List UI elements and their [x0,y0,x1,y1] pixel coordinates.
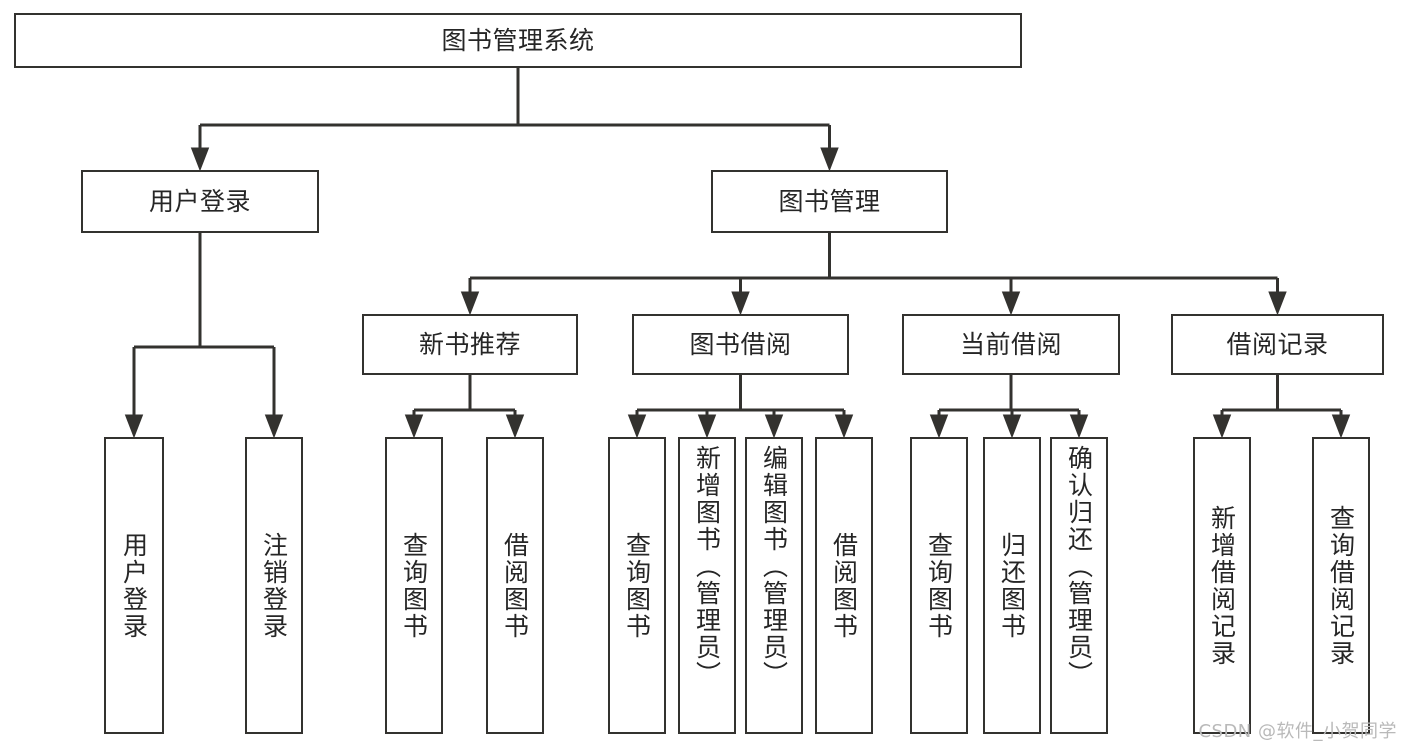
node-label-f_r_query: 查询借阅记录 [1326,504,1356,667]
node-f_b_add[interactable]: 新增图书（管理员） [678,437,736,734]
edge-arrowhead-current [1001,291,1021,316]
edge-arrowhead-login [190,147,210,172]
edge-arrowhead-f_b_edit [764,414,784,439]
csdn-watermark: CSDN @软件_小贺同学 [1198,721,1397,742]
node-record[interactable]: 借阅记录 [1171,314,1384,375]
edge-arrowhead-bookmgmt [820,147,839,172]
node-f_nb_borrow[interactable]: 借阅图书 [486,437,544,734]
node-borrow[interactable]: 图书借阅 [632,314,849,375]
node-label-login: 用户登录 [148,186,251,216]
node-f_nb_query[interactable]: 查询图书 [385,437,443,734]
node-f_r_add[interactable]: 新增借阅记录 [1193,437,1251,734]
node-label-root: 图书管理系统 [441,25,595,55]
node-label-f_b_query: 查询图书 [622,531,652,640]
node-label-borrow: 图书借阅 [689,329,792,359]
edge-arrowhead-f_c_query [929,414,949,439]
node-label-current: 当前借阅 [959,329,1062,359]
node-label-f_r_add: 新增借阅记录 [1207,504,1237,667]
edge-arrowhead-f_c_confirm [1069,414,1089,439]
node-label-newbook: 新书推荐 [418,329,521,359]
node-f_b_borrow[interactable]: 借阅图书 [815,437,873,734]
edge-arrowhead-newbook [460,291,480,316]
node-f_c_query[interactable]: 查询图书 [910,437,968,734]
edge-arrowhead-f_nb_query [404,414,424,439]
node-label-f_c_query: 查询图书 [924,531,954,640]
node-label-f_b_edit: 编辑图书（管理员） [759,445,789,688]
edge-arrowhead-record [1268,291,1287,316]
edge-arrowhead-f_nb_borrow [505,414,525,439]
edge-arrowhead-f_b_borrow [834,414,854,439]
edge-arrowhead-borrow [731,291,750,316]
node-f_c_confirm[interactable]: 确认归还（管理员） [1050,437,1108,734]
node-f_r_query[interactable]: 查询借阅记录 [1312,437,1370,734]
node-current[interactable]: 当前借阅 [902,314,1120,375]
node-label-f_login: 用户登录 [119,531,149,640]
node-label-f_b_add: 新增图书（管理员） [692,445,722,688]
node-bookmgmt[interactable]: 图书管理 [711,170,948,233]
node-label-f_nb_borrow: 借阅图书 [500,531,530,640]
node-f_c_return[interactable]: 归还图书 [983,437,1041,734]
node-newbook[interactable]: 新书推荐 [362,314,578,375]
edge-arrowhead-f_r_add [1212,414,1232,439]
node-label-f_nb_query: 查询图书 [399,531,429,640]
edge-arrowhead-f_b_add [697,414,717,439]
edge-arrowhead-f_login [124,414,144,439]
node-label-bookmgmt: 图书管理 [778,186,881,216]
node-login[interactable]: 用户登录 [81,170,319,233]
edge-arrowhead-f_logout [264,414,284,439]
edge-arrowhead-f_b_query [627,414,647,439]
node-label-f_logout: 注销登录 [259,531,289,640]
node-f_login[interactable]: 用户登录 [104,437,164,734]
node-label-f_b_borrow: 借阅图书 [829,531,859,640]
node-f_b_query[interactable]: 查询图书 [608,437,666,734]
node-root[interactable]: 图书管理系统 [14,13,1022,68]
node-label-f_c_confirm: 确认归还（管理员） [1064,445,1094,688]
node-f_logout[interactable]: 注销登录 [245,437,303,734]
node-label-record: 借阅记录 [1226,329,1329,359]
node-label-f_c_return: 归还图书 [997,531,1027,640]
edge-arrowhead-f_c_return [1002,414,1022,439]
edge-arrowhead-f_r_query [1331,414,1351,439]
node-f_b_edit[interactable]: 编辑图书（管理员） [745,437,803,734]
